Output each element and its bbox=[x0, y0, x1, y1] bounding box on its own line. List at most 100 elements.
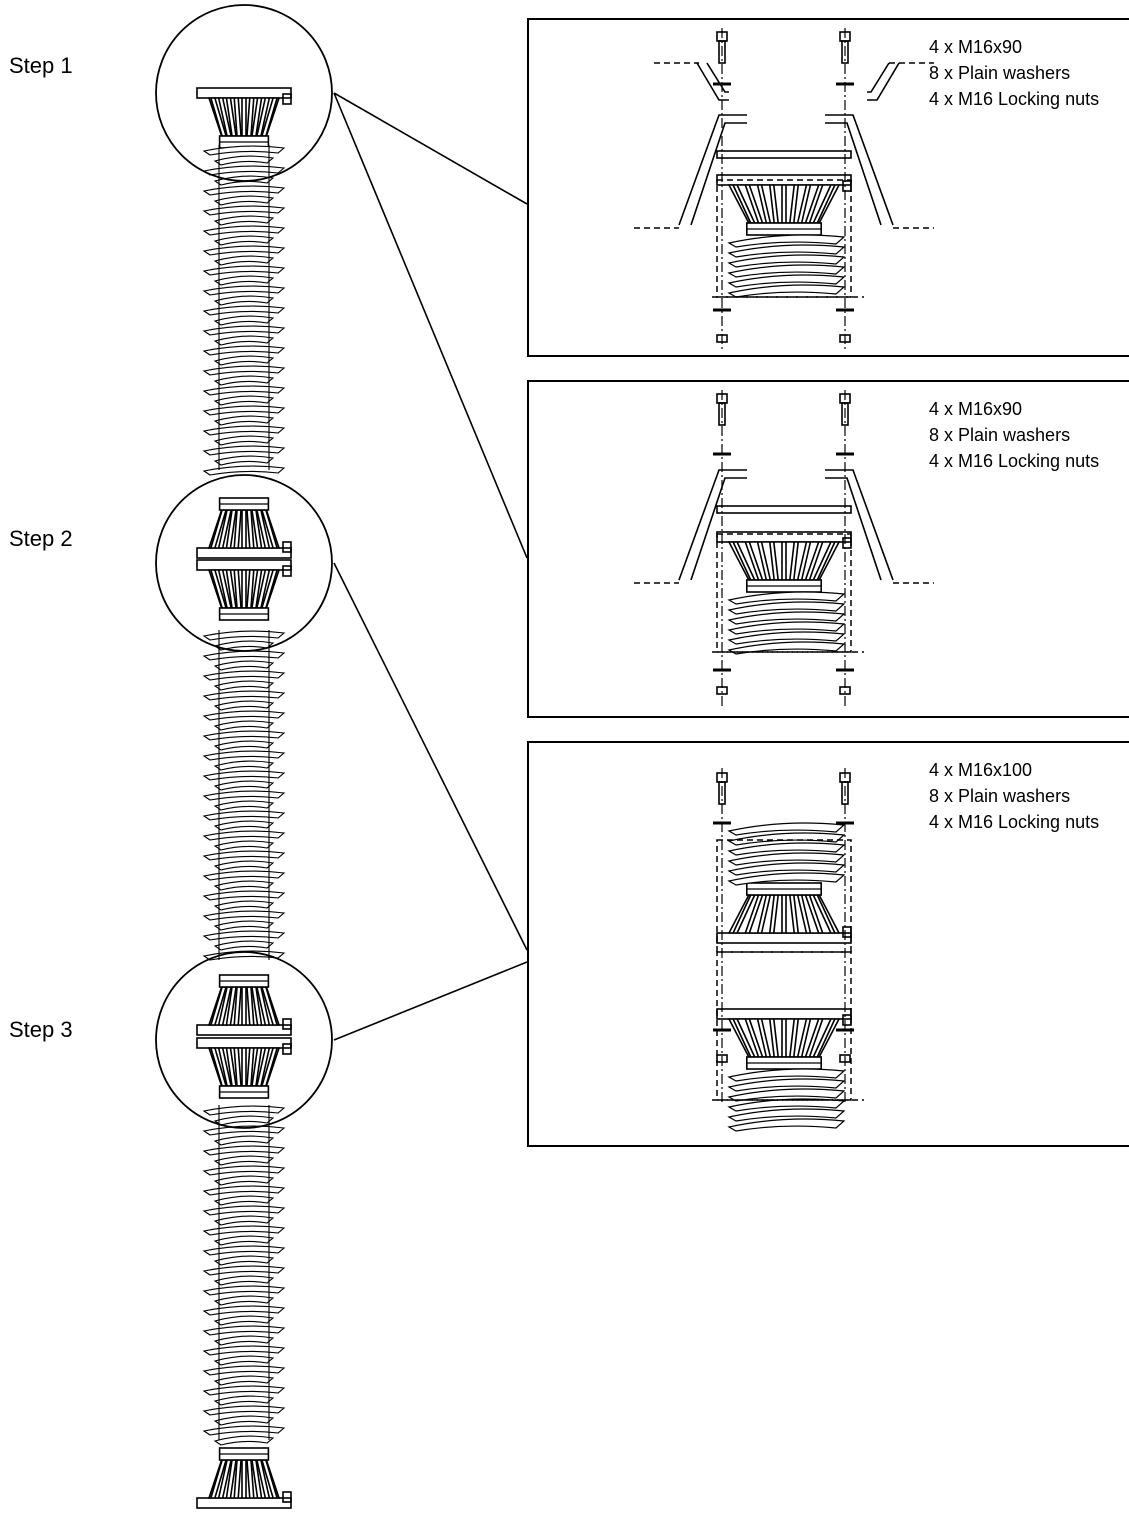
shed-disk bbox=[202, 365, 286, 376]
bolt-icon bbox=[839, 31, 851, 64]
shed-disk bbox=[202, 810, 286, 821]
cone-fin bbox=[217, 986, 232, 1026]
shed-disk bbox=[202, 1205, 286, 1216]
parts-item-bolts: 4 x M16x90 bbox=[929, 37, 1023, 57]
cone-fin bbox=[804, 541, 824, 581]
leader-line bbox=[333, 92, 528, 559]
cone-fin bbox=[732, 894, 756, 934]
flange-plate bbox=[196, 547, 292, 559]
shed-disk bbox=[202, 690, 286, 701]
cone-fin bbox=[225, 509, 237, 549]
shed-disk bbox=[213, 840, 275, 851]
flange-plate bbox=[196, 1037, 292, 1049]
detail-sheds bbox=[727, 822, 846, 886]
cone-fin bbox=[233, 1047, 242, 1087]
shed-disk bbox=[202, 1105, 286, 1116]
shed-disk bbox=[202, 445, 286, 456]
detail-sheds bbox=[727, 234, 846, 298]
cone-fin bbox=[796, 184, 812, 224]
cone-fin bbox=[756, 541, 772, 581]
shed-disk bbox=[213, 1355, 275, 1366]
shed-disk bbox=[202, 465, 286, 476]
shed-disk bbox=[202, 1145, 286, 1156]
cone-fin bbox=[241, 1460, 247, 1498]
shed-disk bbox=[213, 740, 275, 751]
shed-disk bbox=[727, 641, 846, 655]
bolt-icon bbox=[716, 772, 728, 805]
step2-detail-drawing bbox=[634, 390, 934, 707]
shed-disk bbox=[213, 1195, 275, 1206]
end-fitting bbox=[196, 559, 292, 621]
cone-fin bbox=[756, 184, 772, 224]
cone-fin bbox=[256, 97, 271, 137]
step2-magnifier-circle bbox=[155, 474, 333, 652]
cone-fin bbox=[732, 184, 756, 224]
shed-disk bbox=[202, 425, 286, 436]
cone-fin bbox=[796, 894, 812, 934]
leader-line bbox=[333, 961, 528, 1041]
shed-disk bbox=[727, 872, 846, 886]
shed-disk bbox=[202, 930, 286, 941]
flange-plate bbox=[196, 87, 292, 99]
cone-fin bbox=[781, 185, 787, 223]
shed-disk bbox=[202, 1245, 286, 1256]
shed-disk bbox=[213, 335, 275, 346]
cone-fin bbox=[241, 98, 247, 136]
end-fitting bbox=[716, 174, 852, 236]
right-leg bbox=[825, 469, 894, 581]
cone-fin bbox=[789, 184, 800, 224]
shed-disk bbox=[213, 860, 275, 871]
dashed-envelope bbox=[716, 179, 852, 298]
cone-fin bbox=[789, 894, 800, 934]
shed-disk bbox=[202, 1325, 286, 1336]
cone-fin bbox=[246, 986, 255, 1026]
parts-item-washers: 8 x Plain washers bbox=[929, 786, 1071, 806]
detail-sheds bbox=[727, 591, 846, 655]
shed-disk bbox=[727, 631, 846, 645]
cone-fin bbox=[251, 97, 263, 137]
shed-disk bbox=[213, 1335, 275, 1346]
cone-fin bbox=[251, 1047, 263, 1087]
shed-disk bbox=[213, 215, 275, 226]
shed-disk bbox=[213, 920, 275, 931]
shed-disk bbox=[213, 1155, 275, 1166]
support-structure bbox=[634, 469, 934, 584]
left-leg bbox=[678, 114, 747, 226]
shed-disk bbox=[202, 245, 286, 256]
bolt-shank bbox=[841, 781, 849, 805]
parts-item-bolts: 4 x M16x90 bbox=[929, 399, 1023, 419]
shed-disk bbox=[202, 850, 286, 861]
shed-disk bbox=[202, 1185, 286, 1196]
shed-disk bbox=[213, 255, 275, 266]
cone-fin bbox=[756, 1018, 772, 1058]
shed-disk bbox=[727, 1118, 846, 1132]
detail-insulator bbox=[716, 531, 852, 655]
cone-fin bbox=[233, 1459, 242, 1499]
bolt-icon bbox=[839, 393, 851, 426]
cone-fin bbox=[246, 569, 255, 609]
cone-fin bbox=[261, 509, 278, 549]
cone-fin bbox=[768, 894, 779, 934]
shed-disk bbox=[213, 1135, 275, 1146]
cone-fin bbox=[251, 509, 263, 549]
shed-disk bbox=[213, 1435, 275, 1446]
flange-plate bbox=[196, 559, 292, 571]
nut-icon bbox=[716, 686, 728, 695]
shed-disk bbox=[213, 940, 275, 951]
shed-disk bbox=[727, 1098, 846, 1112]
cone-fin bbox=[744, 184, 764, 224]
shed-disk bbox=[727, 832, 846, 846]
bolt-icon bbox=[839, 772, 851, 805]
shed-disk bbox=[213, 800, 275, 811]
cone-fin bbox=[756, 894, 772, 934]
cone-fin bbox=[768, 1018, 779, 1058]
shed-disk bbox=[202, 405, 286, 416]
shed-disk bbox=[727, 244, 846, 258]
step3-parts-list: 4 x M16x100 8 x Plain washers 4 x M16 Lo… bbox=[929, 757, 1099, 835]
shed-disk bbox=[213, 700, 275, 711]
flange-plate bbox=[196, 1024, 292, 1036]
bolt-icon bbox=[716, 31, 728, 64]
shed-disk bbox=[213, 415, 275, 426]
shed-disk bbox=[213, 1235, 275, 1246]
shed-disk bbox=[727, 284, 846, 298]
